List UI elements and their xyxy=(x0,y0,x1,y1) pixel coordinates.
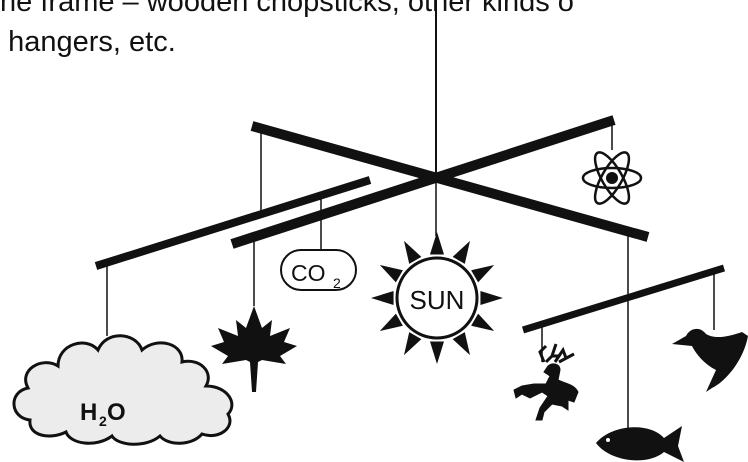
sun-ray xyxy=(480,290,503,306)
h2o-h: H xyxy=(80,399,97,426)
sun-ray xyxy=(404,240,422,264)
sun-ray xyxy=(429,232,445,255)
sun-ray xyxy=(429,341,445,364)
sun-text: SUN xyxy=(410,285,465,315)
h2o-o: O xyxy=(107,399,126,426)
caption-line-1: the frame – wooden chopsticks, other kin… xyxy=(0,0,574,18)
cross-bar-b xyxy=(230,115,616,249)
sun-ray xyxy=(379,265,403,283)
duck-icon xyxy=(672,328,748,392)
co2-text: CO xyxy=(291,260,326,286)
caption-line-2: , hangers, etc. xyxy=(0,26,176,58)
fish-icon xyxy=(596,426,684,462)
deer-icon xyxy=(513,343,579,421)
co2-subscript: 2 xyxy=(333,275,341,291)
co2-label: CO 2 xyxy=(280,249,357,291)
sun-ray xyxy=(452,332,470,356)
atom-icon xyxy=(581,151,643,205)
h2o-subscript: 2 xyxy=(99,413,107,429)
sun-ray xyxy=(404,332,422,356)
cloud-icon: H 2 O xyxy=(12,334,234,446)
sun-ray xyxy=(371,290,394,306)
right-bar xyxy=(521,264,726,334)
sun-ray xyxy=(471,313,495,331)
maple-leaf-icon xyxy=(211,306,297,392)
sun-ray xyxy=(379,313,403,331)
sun-icon: SUN xyxy=(371,232,503,364)
left-bar xyxy=(94,176,372,270)
sun-ray xyxy=(452,240,470,264)
cross-bar-a xyxy=(250,121,650,242)
sun-ray xyxy=(471,265,495,283)
